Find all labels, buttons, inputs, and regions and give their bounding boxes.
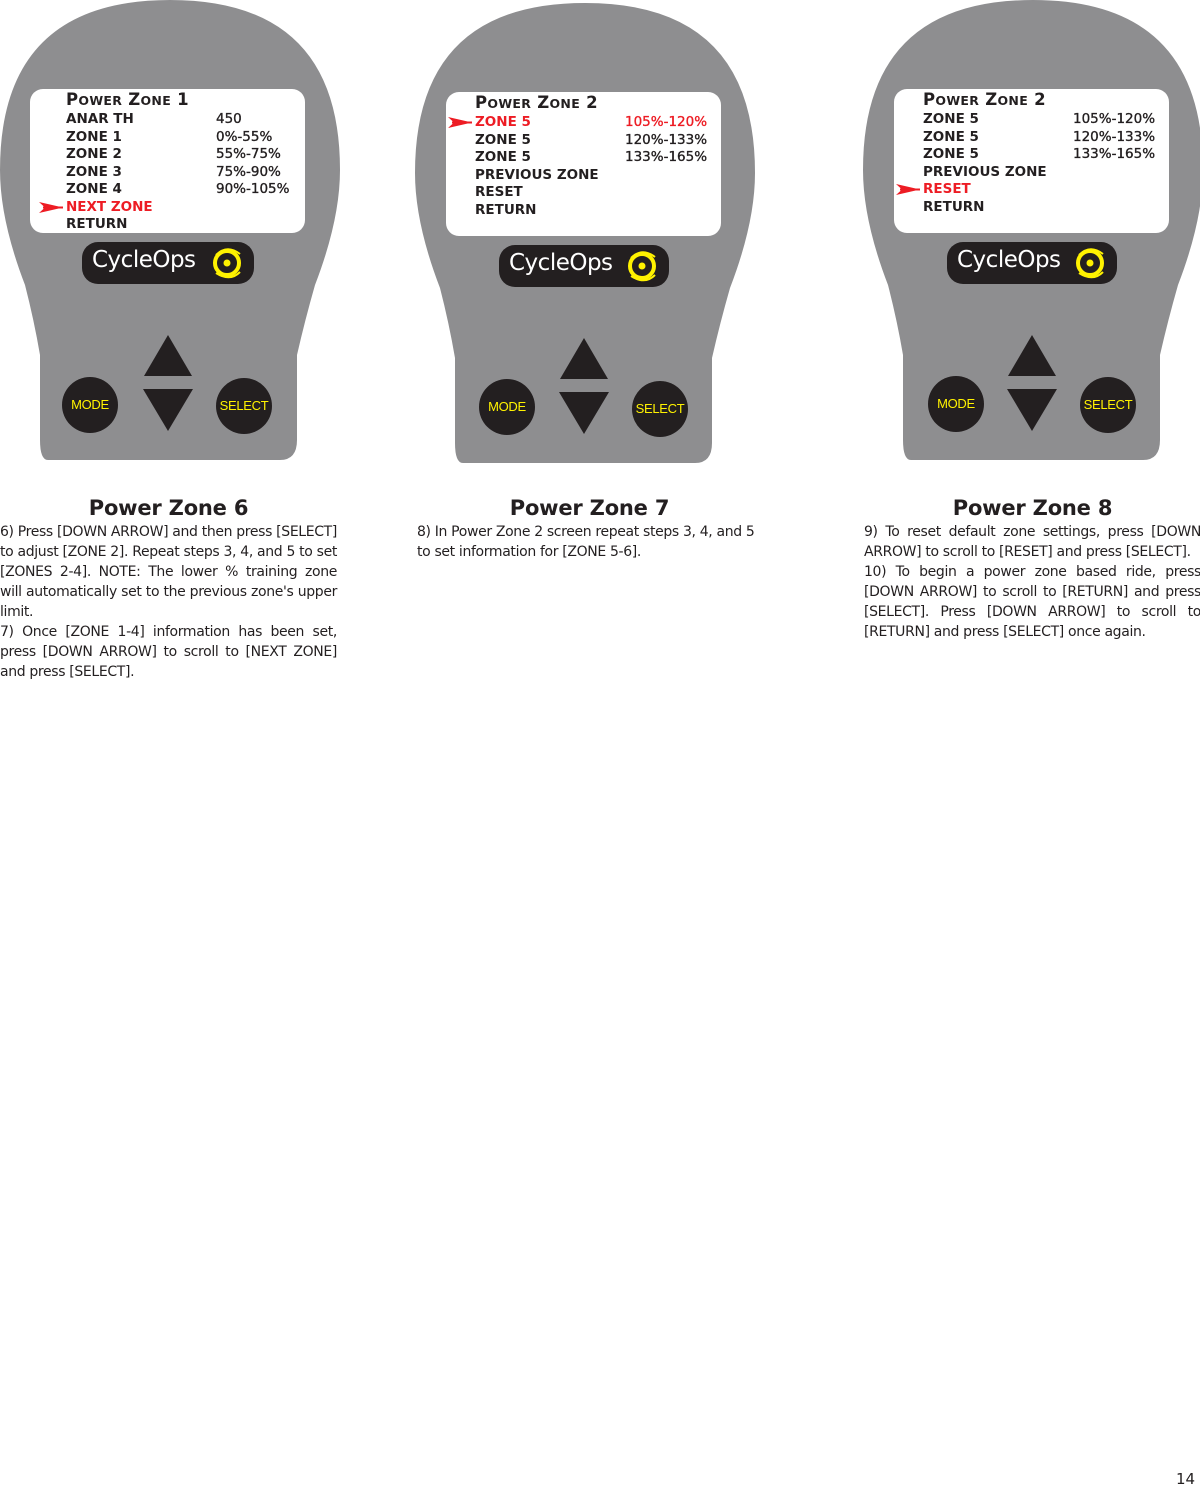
logo-text: CycleOps (92, 247, 196, 273)
caption-title: Power Zone 8 (952, 496, 1113, 520)
caption-paragraph: 10) To begin a power zone based ride, pr… (864, 564, 1200, 640)
caption-title: Power Zone 7 (509, 496, 670, 520)
menu-row-previous-zone[interactable]: PREVIOUS ZONE (923, 163, 1047, 180)
menu-row-return[interactable]: RETURN (923, 198, 985, 215)
caption-paragraph: 9) To reset default zone settings, press… (864, 524, 1200, 560)
up-arrow-button[interactable] (1007, 335, 1057, 377)
mode-button[interactable]: MODE (62, 377, 118, 433)
caption-paragraph: 8) In Power Zone 2 screen repeat steps 3… (417, 524, 755, 560)
select-button[interactable]: SELECT (216, 378, 272, 434)
select-button[interactable]: SELECT (632, 381, 688, 437)
menu-row-return[interactable]: RETURN (475, 201, 537, 218)
down-arrow-button[interactable] (559, 392, 609, 435)
cycleops-logo: CycleOps (499, 245, 669, 287)
menu-row-reset[interactable]: RESET (475, 184, 523, 200)
caption-power-zone-6: Power Zone 6 6) Press [DOWN ARROW] and t… (0, 496, 337, 682)
screen-title: POWER ZONE 2 (475, 93, 598, 112)
caption-power-zone-7: Power Zone 7 8) In Power Zone 2 screen r… (417, 496, 762, 562)
caption-power-zone-8: Power Zone 8 9) To reset default zone se… (864, 496, 1200, 642)
logo-text: CycleOps (509, 250, 613, 276)
page-number: 14 (1176, 1470, 1196, 1488)
down-arrow-button[interactable] (1007, 389, 1057, 432)
menu-row-reset[interactable]: RESET (896, 181, 1168, 198)
selection-arrow-icon (39, 201, 63, 213)
selection-arrow-icon (896, 184, 920, 195)
menu-row-previous-zone[interactable]: PREVIOUS ZONE (475, 166, 599, 183)
selection-arrow-icon (448, 117, 472, 128)
cycleops-ring-icon (628, 251, 656, 282)
menu-row-next-zone[interactable]: NEXT ZONE (39, 199, 301, 216)
cycleops-ring-icon (1076, 248, 1104, 279)
menu-row-return[interactable]: RETURN (66, 216, 128, 232)
select-button[interactable]: SELECT (1080, 377, 1136, 433)
cycleops-ring-icon (213, 248, 241, 279)
cycleops-logo: CycleOps (947, 242, 1117, 284)
mode-button[interactable]: MODE (928, 376, 984, 432)
up-arrow-button[interactable] (143, 335, 193, 377)
caption-paragraph: 6) Press [DOWN ARROW] and then press [SE… (0, 524, 337, 620)
logo-text: CycleOps (957, 247, 1061, 273)
screen-title: POWER ZONE 1 (66, 90, 189, 109)
caption-paragraph: 7) Once [ZONE 1-4] information has been … (0, 624, 337, 680)
down-arrow-button[interactable] (143, 389, 193, 432)
mode-button[interactable]: MODE (479, 379, 535, 435)
cycleops-logo: CycleOps (82, 242, 254, 284)
caption-title: Power Zone 6 (88, 496, 249, 520)
up-arrow-button[interactable] (559, 338, 609, 380)
screen-title: POWER ZONE 2 (923, 90, 1046, 109)
